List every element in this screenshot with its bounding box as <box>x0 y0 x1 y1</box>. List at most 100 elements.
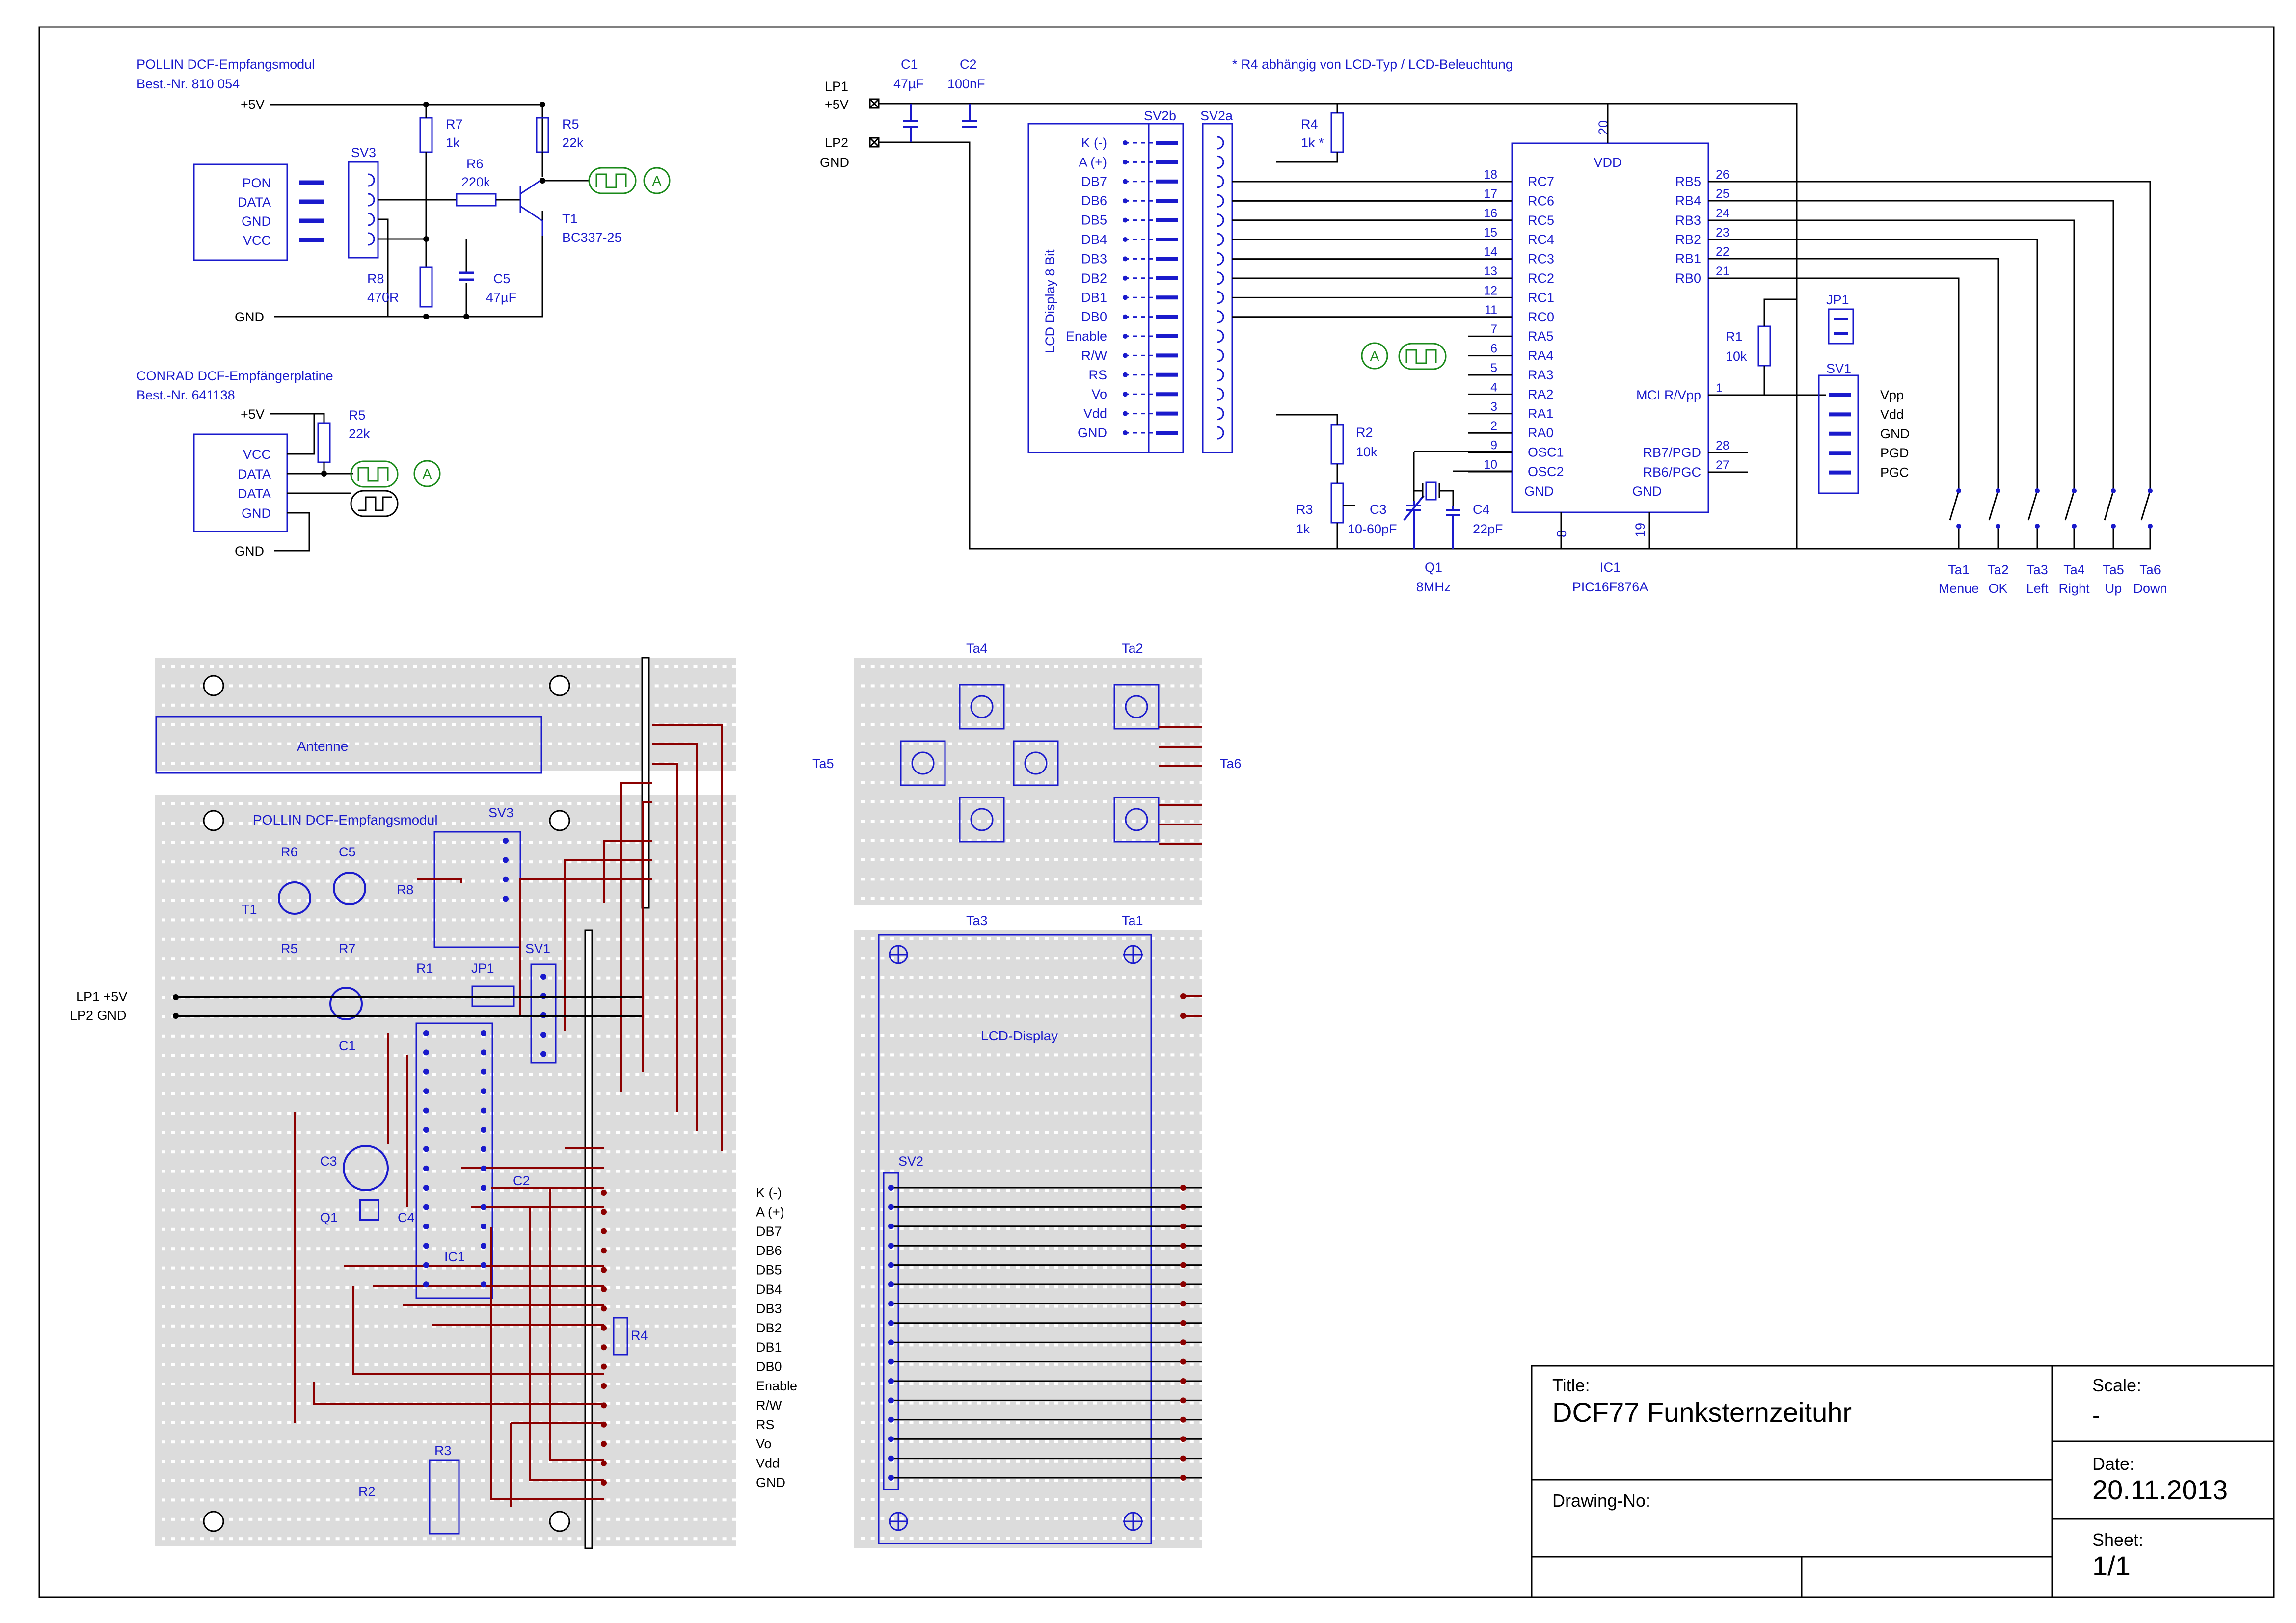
board-hole <box>861 1304 865 1308</box>
board-hole <box>200 1034 204 1038</box>
board-hole <box>1006 665 1010 668</box>
board-hole <box>635 703 640 707</box>
board-hole <box>422 665 427 668</box>
board-hole <box>1189 1189 1194 1192</box>
board-hole <box>210 802 214 805</box>
board-hole <box>1093 800 1097 803</box>
board-hole <box>510 684 514 688</box>
board-hole <box>958 1247 962 1250</box>
board-hole <box>693 1324 698 1328</box>
board-hole <box>461 665 465 668</box>
board-hole <box>210 1054 214 1057</box>
c3-value: 10-60pF <box>1348 522 1397 536</box>
board-hole <box>683 1498 688 1502</box>
board-hole <box>335 1498 340 1502</box>
board-hole <box>890 1072 894 1076</box>
board-hole <box>171 723 175 726</box>
layout-lcd-pad <box>601 1248 607 1254</box>
board-hole <box>548 937 552 941</box>
board-hole <box>880 976 885 979</box>
board-hole <box>210 1421 214 1424</box>
board-hole <box>577 1286 582 1289</box>
board-hole <box>722 860 727 864</box>
board-hole <box>413 1112 417 1115</box>
board-hole <box>635 918 640 922</box>
board-hole <box>732 1150 736 1154</box>
board-hole <box>413 1054 417 1057</box>
button-pad-outline <box>959 797 1005 843</box>
r3-name: R3 <box>1296 502 1313 517</box>
board-hole <box>442 665 446 668</box>
board-hole <box>393 1073 398 1076</box>
board-hole <box>1074 858 1078 861</box>
board-hole <box>616 723 620 726</box>
board-hole <box>948 781 952 784</box>
board-hole <box>928 1034 933 1037</box>
board-hole <box>1161 1382 1165 1385</box>
board-hole <box>239 723 243 726</box>
board-hole <box>1122 937 1126 940</box>
board-hole <box>958 1169 962 1172</box>
board-hole <box>442 879 446 883</box>
board-hole <box>606 742 611 745</box>
board-hole <box>335 1150 340 1154</box>
board-hole <box>452 703 456 707</box>
board-hole <box>1132 937 1136 940</box>
board-hole <box>1112 1247 1117 1250</box>
board-hole <box>635 899 640 902</box>
board-hole <box>306 1421 311 1424</box>
board-hole <box>258 1150 262 1154</box>
board-hole <box>490 802 494 805</box>
board-hole <box>510 1286 514 1289</box>
board-hole <box>654 1344 659 1347</box>
board-hole <box>899 665 904 668</box>
board-hole <box>664 1266 669 1270</box>
button-name: Ta3 <box>2026 562 2048 577</box>
r1-name: R1 <box>1726 329 1743 344</box>
board-hole <box>1093 1479 1097 1482</box>
board-hole <box>452 976 456 980</box>
board-hole <box>345 1305 350 1308</box>
board-hole <box>287 1440 292 1444</box>
button-contact <box>2148 488 2153 493</box>
board-hole <box>171 684 175 688</box>
board-hole <box>1016 1537 1020 1540</box>
board-hole <box>364 841 369 844</box>
pollin-signal-wave <box>595 173 627 188</box>
board-hole <box>1093 1208 1097 1211</box>
board-hole <box>870 1459 875 1463</box>
board-hole <box>1054 1459 1058 1463</box>
ic1-pad <box>423 1068 429 1075</box>
board-hole <box>481 1537 485 1541</box>
gnd-main-rail <box>879 141 1797 550</box>
button-switch-symbol <box>1998 490 2038 550</box>
board-hole <box>928 1169 933 1172</box>
board-hole <box>899 703 904 707</box>
board-hole <box>948 878 952 881</box>
board-hole <box>987 1479 991 1482</box>
board-hole <box>181 1498 185 1502</box>
board-hole <box>664 684 669 688</box>
board-hole <box>899 1208 904 1211</box>
board-hole <box>1016 1266 1020 1269</box>
board-hole <box>958 1421 962 1424</box>
lcd-trace-end <box>1180 1301 1186 1307</box>
board-hole <box>1054 1324 1058 1327</box>
board-hole <box>1054 1208 1058 1211</box>
board-hole <box>577 723 582 726</box>
board-hole <box>374 899 378 902</box>
board-hole <box>1074 1285 1078 1289</box>
board-hole <box>171 1189 175 1192</box>
board-hole <box>1054 1131 1058 1134</box>
board-hole <box>1045 1092 1049 1095</box>
lcd-trace-pad <box>888 1475 894 1481</box>
board-hole <box>345 841 350 844</box>
board-hole <box>171 1112 175 1115</box>
board-hole <box>268 957 272 960</box>
board-hole <box>1180 1111 1185 1115</box>
board-hole <box>1016 684 1020 688</box>
layout-lcd-pin-label: DB2 <box>756 1321 782 1335</box>
board-hole <box>442 1170 446 1173</box>
board-hole <box>635 684 640 688</box>
board-hole <box>1141 1479 1146 1482</box>
